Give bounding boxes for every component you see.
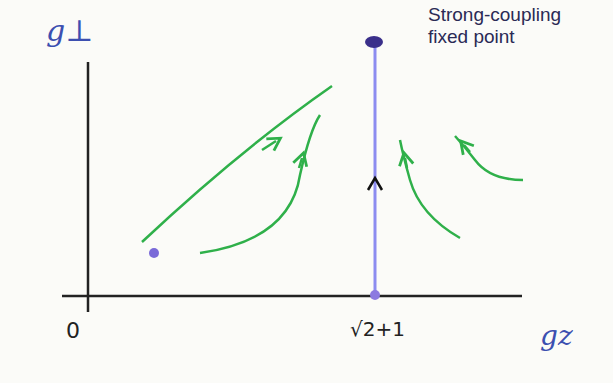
flow-arrow: [405, 158, 407, 168]
flow-arrow: [262, 141, 276, 150]
annotation: Strong-coupling fixed point: [428, 4, 578, 48]
fixed-point-dot: [365, 36, 383, 48]
origin-label: 0: [66, 318, 80, 343]
horizontal-axis: [62, 295, 522, 298]
axis-label: gz: [540, 320, 573, 352]
flow-arrow: [299, 158, 302, 168]
axis-label: g⊥: [46, 14, 93, 49]
point-dot: [149, 248, 159, 258]
tick-label: √2+1: [350, 318, 405, 341]
fixed-point-dot: [370, 290, 380, 300]
flow-arrow: [464, 145, 470, 152]
vertical-axis: [87, 62, 90, 312]
flow-curve: [455, 136, 523, 180]
flow-arrow: [368, 178, 382, 190]
critical-line: [374, 42, 377, 296]
flow-curve: [400, 140, 460, 238]
flow-curve: [200, 115, 320, 253]
